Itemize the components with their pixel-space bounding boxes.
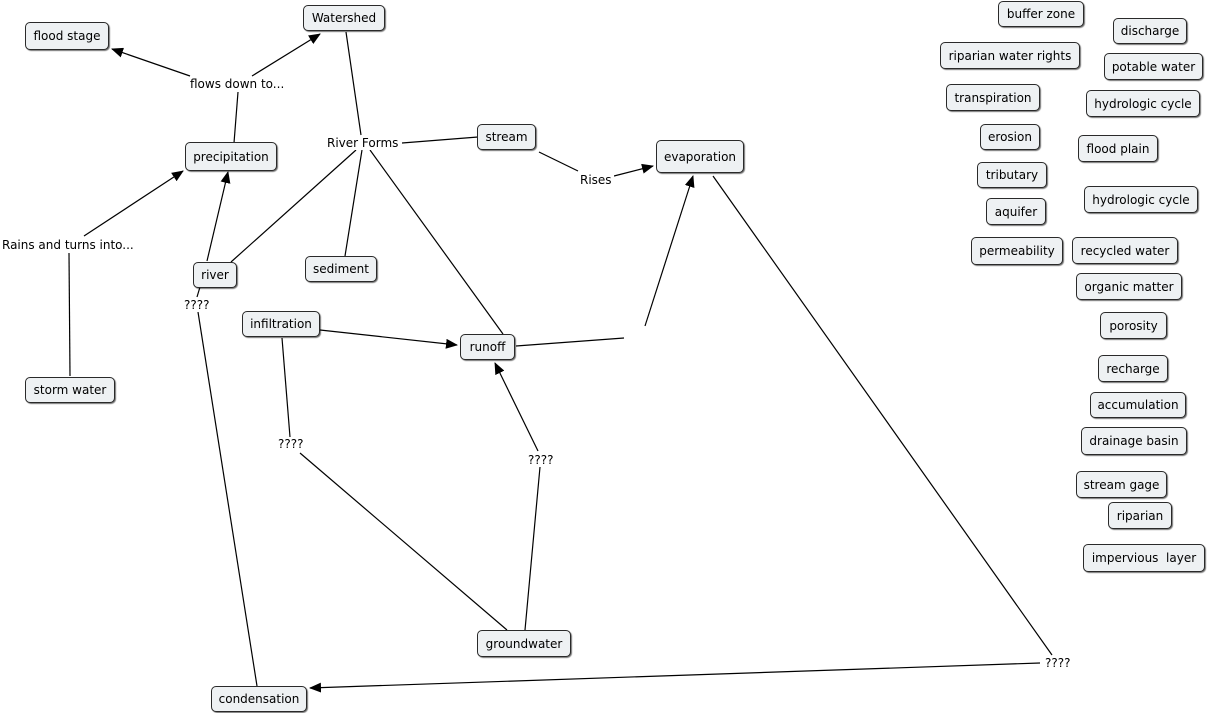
link-label-unknown-groundwater: ???? (526, 453, 556, 467)
concept-hydrologic-cycle[interactable]: hydrologic cycle (1086, 90, 1200, 117)
link-line (299, 452, 508, 631)
concept-transpiration[interactable]: transpiration (946, 84, 1040, 111)
link-line (712, 175, 1053, 656)
concept-permeability[interactable]: permeability (971, 237, 1063, 265)
link-line (515, 337, 625, 347)
link-line (494, 362, 539, 452)
concept-runoff[interactable]: runoff (460, 334, 515, 360)
link-line (319, 329, 458, 349)
concept-porosity[interactable]: porosity (1100, 312, 1167, 339)
link-line (230, 149, 357, 263)
link-line (538, 151, 579, 172)
concept-drainage-basin[interactable]: drainage basin (1081, 427, 1187, 455)
concept-condensation[interactable]: condensation (211, 686, 307, 712)
link-label-river-forms: River Forms (325, 136, 401, 150)
concept-impervious-layer[interactable]: impervious layer (1083, 544, 1205, 572)
link-line (83, 170, 184, 237)
concept-flood-plain[interactable]: flood plain (1078, 135, 1158, 162)
link-label-unknown-river: ???? (182, 298, 212, 312)
concept-stream-gage[interactable]: stream gage (1076, 471, 1167, 498)
link-line (206, 171, 231, 262)
concept-evaporation[interactable]: evaporation (656, 140, 744, 173)
concept-sediment[interactable]: sediment (305, 256, 377, 282)
concept-stream[interactable]: stream (477, 124, 536, 150)
link-line (233, 91, 239, 144)
concept-organic-matter[interactable]: organic matter (1076, 273, 1182, 300)
concept-hydrologic-cycle-2[interactable]: hydrologic cycle (1084, 186, 1198, 213)
link-line (613, 163, 654, 177)
concept-tributary[interactable]: tributary (977, 162, 1047, 188)
link-line (309, 662, 1041, 693)
concept-potable-water[interactable]: potable water (1104, 53, 1203, 80)
concept-accumulation[interactable]: accumulation (1090, 392, 1186, 418)
concept-groundwater[interactable]: groundwater (477, 630, 571, 657)
concept-recharge[interactable]: recharge (1098, 355, 1168, 382)
concept-riparian-water-rights[interactable]: riparian water rights (940, 42, 1080, 69)
concept-erosion[interactable]: erosion (980, 124, 1040, 150)
link-line (281, 337, 291, 438)
link-line (345, 31, 362, 136)
concept-discharge[interactable]: discharge (1113, 18, 1187, 44)
link-label-rises: Rises (578, 173, 614, 187)
link-label-unknown-infiltration: ???? (276, 437, 306, 451)
concept-buffer-zone[interactable]: buffer zone (998, 1, 1084, 27)
concept-infiltration[interactable]: infiltration (242, 311, 320, 337)
link-label-rains-and-turns-into: Rains and turns into... (0, 238, 136, 252)
link-line (644, 175, 695, 327)
link-line (369, 149, 504, 335)
link-line (524, 466, 541, 631)
link-label-unknown-evaporation: ???? (1043, 656, 1073, 670)
concept-watershed[interactable]: Watershed (303, 5, 385, 31)
link-label-flows-down-to: flows down to... (188, 77, 287, 91)
concept-river[interactable]: river (193, 262, 237, 288)
link-line (111, 47, 191, 77)
link-line (344, 149, 363, 257)
concept-storm-water[interactable]: storm water (25, 377, 115, 403)
link-line (196, 286, 201, 298)
link-line (197, 311, 258, 687)
link-line (68, 252, 71, 377)
concept-riparian[interactable]: riparian (1108, 502, 1172, 529)
concept-aquifer[interactable]: aquifer (986, 198, 1046, 225)
concept-flood-stage[interactable]: flood stage (25, 22, 109, 50)
link-line (401, 136, 479, 144)
concept-precipitation[interactable]: precipitation (185, 142, 277, 171)
link-line (251, 33, 321, 77)
concept-recycled-water[interactable]: recycled water (1072, 237, 1178, 264)
